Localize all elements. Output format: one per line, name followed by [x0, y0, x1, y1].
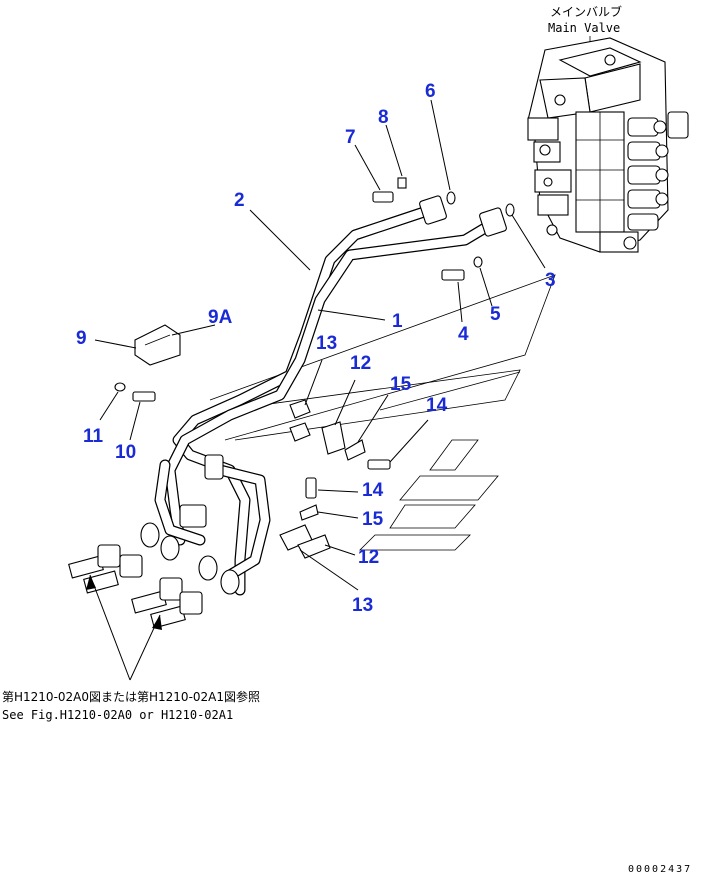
callout-10: 10	[115, 442, 136, 463]
leader-lines	[86, 99, 546, 681]
callout-9a: 9A	[208, 307, 233, 328]
callout-13-lower: 13	[352, 595, 373, 616]
callout-11: 11	[83, 426, 104, 447]
drawing-number: 00002437	[628, 864, 692, 875]
callout-12-lower: 12	[358, 547, 379, 568]
hose-assemblies	[140, 195, 507, 596]
callout-5: 5	[490, 304, 501, 325]
reference-note-en: See Fig.H1210-02A0 or H1210-02A1	[2, 708, 233, 722]
callout-6: 6	[425, 81, 436, 102]
main-valve-illustration: メインバルブ Main Valve	[527, 4, 689, 253]
callout-2: 2	[234, 190, 245, 211]
callout-1: 1	[392, 311, 403, 332]
reference-note-jp: 第H1210-02A0図または第H1210-02A1図参照	[2, 689, 260, 704]
callout-3: 3	[545, 270, 556, 291]
callout-4: 4	[458, 324, 469, 345]
callout-15-upper: 15	[390, 374, 412, 395]
main-valve-jp-title: メインバルブ	[550, 4, 622, 19]
hardware-parts	[68, 177, 515, 629]
callout-9: 9	[76, 328, 87, 349]
callout-12-upper: 12	[350, 353, 371, 374]
frame-plate-outlines	[209, 274, 556, 551]
callout-8: 8	[378, 107, 389, 128]
callout-14-upper: 14	[426, 395, 448, 416]
callout-13-upper: 13	[316, 333, 337, 354]
callout-labels: 1 2 3 4 5 6 7 8 9 9A 10 11 12 12 13 13 1…	[76, 81, 556, 616]
callout-14-lower: 14	[362, 480, 384, 501]
callout-7: 7	[345, 127, 356, 148]
callout-15-lower: 15	[362, 509, 384, 530]
main-valve-en-title: Main Valve	[548, 21, 620, 35]
